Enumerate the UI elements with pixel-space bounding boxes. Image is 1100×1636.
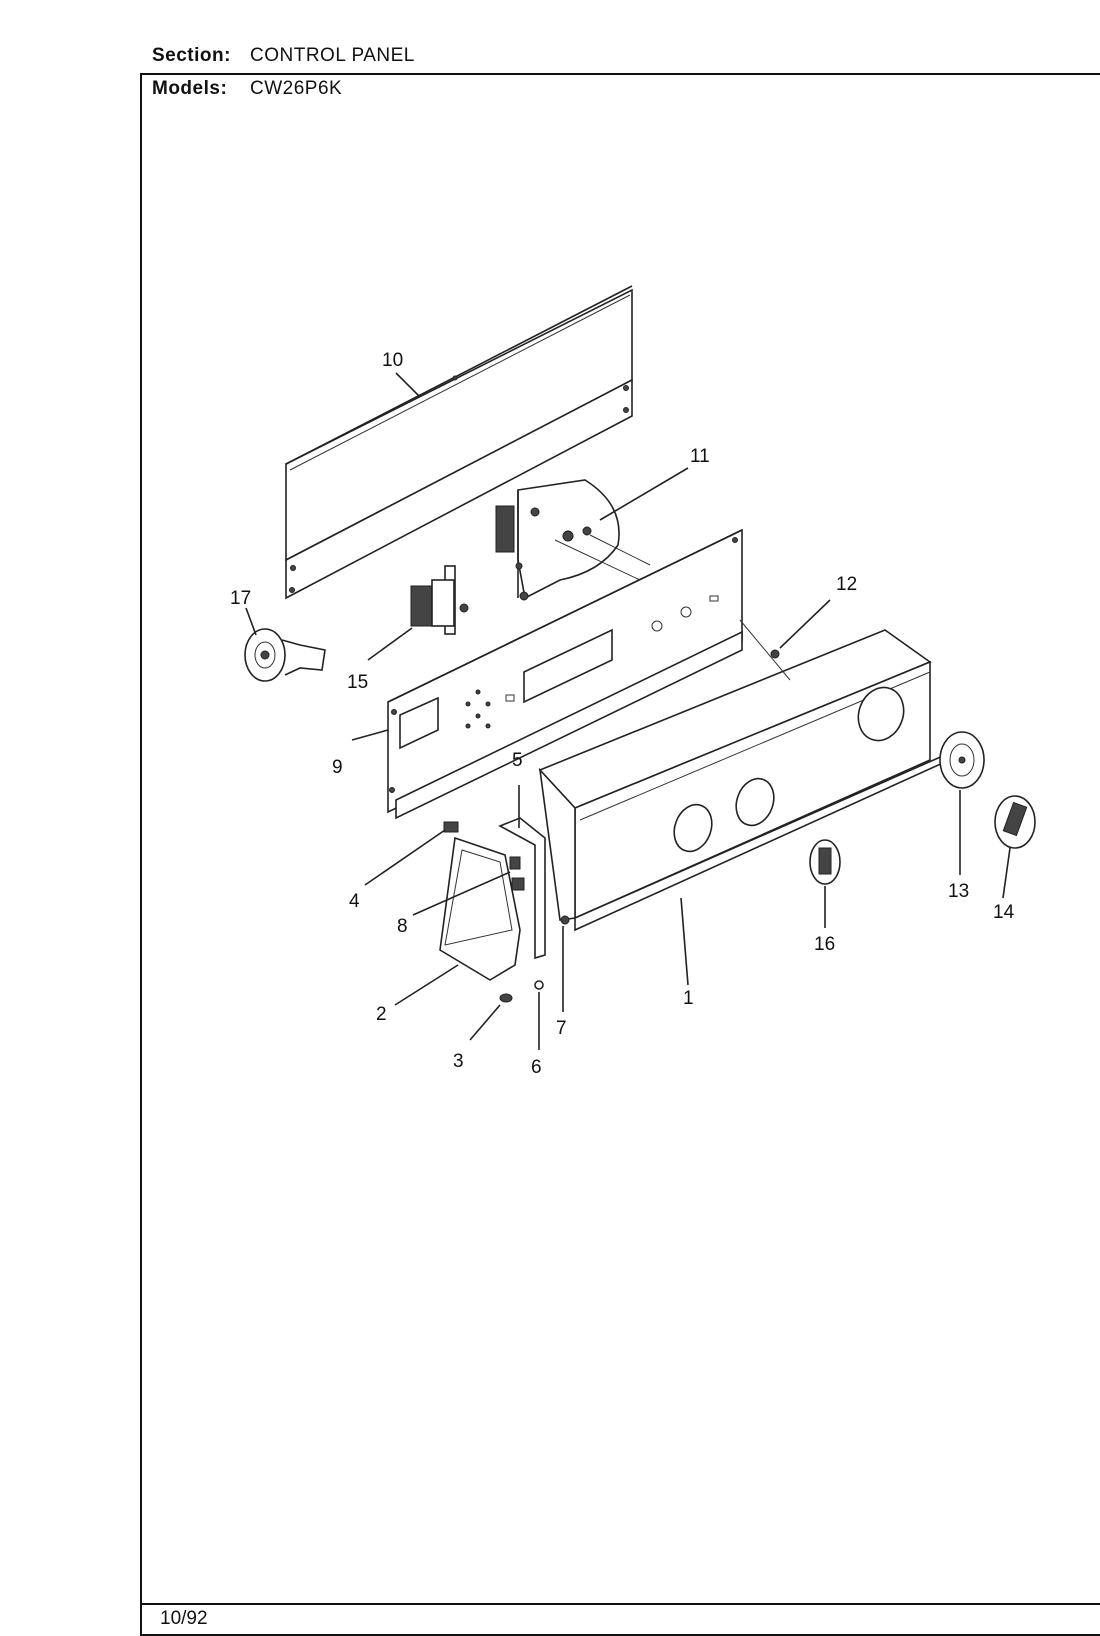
part-8-bracket [511, 877, 525, 891]
part-4-clip [443, 821, 459, 833]
diagram-frame [140, 73, 1100, 1636]
callout-4: 4 [349, 891, 360, 912]
part-12-screw [770, 649, 780, 659]
part-13-dial-skirt [939, 731, 985, 789]
section-value: CONTROL PANEL [250, 45, 415, 66]
callout-6: 6 [531, 1057, 542, 1078]
callout-14: 14 [993, 902, 1015, 923]
callout-1: 1 [683, 988, 694, 1009]
part-1-console-housing [538, 619, 946, 932]
models-value: CW26P6K [250, 78, 343, 99]
callout-5: 5 [512, 750, 523, 771]
part-10-rear-shield [285, 285, 633, 600]
models-line: Models: CW26P6K [152, 78, 342, 100]
callout-17: 17 [230, 588, 251, 609]
part-2-end-cap [439, 836, 521, 981]
callout-8: 8 [397, 916, 408, 937]
callout-15: 15 [347, 672, 368, 693]
part-17-water-level-switch [244, 628, 326, 682]
part-16-knob [809, 839, 841, 885]
footer-divider [140, 1603, 1100, 1605]
part-3-clip [499, 993, 513, 1003]
callout-3: 3 [453, 1051, 464, 1072]
callout-10: 10 [382, 350, 403, 371]
part-5-trim-strip [498, 817, 546, 960]
section-line: Section: CONTROL PANEL [152, 45, 414, 67]
callout-13: 13 [948, 881, 969, 902]
exploded-parts-diagram: 1 2 3 4 5 6 7 8 9 10 11 12 13 14 15 16 1… [230, 285, 1036, 1078]
part-6-screw [534, 980, 544, 990]
leader-lines [245, 372, 1011, 1050]
part-14-knob [994, 795, 1036, 849]
callout-16: 16 [814, 934, 835, 955]
callout-2: 2 [376, 1004, 387, 1025]
part-15-switch [410, 565, 469, 635]
section-label: Section: [152, 45, 231, 66]
models-label: Models: [152, 78, 228, 99]
part-7-screw [560, 915, 570, 925]
callout-9: 9 [332, 757, 343, 778]
part-11-timer [495, 479, 651, 601]
callout-7: 7 [556, 1018, 567, 1039]
callout-12: 12 [836, 574, 857, 595]
callout-11: 11 [690, 446, 710, 467]
callout-labels: 1 2 3 4 5 6 7 8 9 10 11 12 13 14 15 16 1… [230, 350, 1015, 1078]
revision-date: 10/92 [160, 1608, 208, 1629]
part-9-console-panel [387, 528, 743, 820]
